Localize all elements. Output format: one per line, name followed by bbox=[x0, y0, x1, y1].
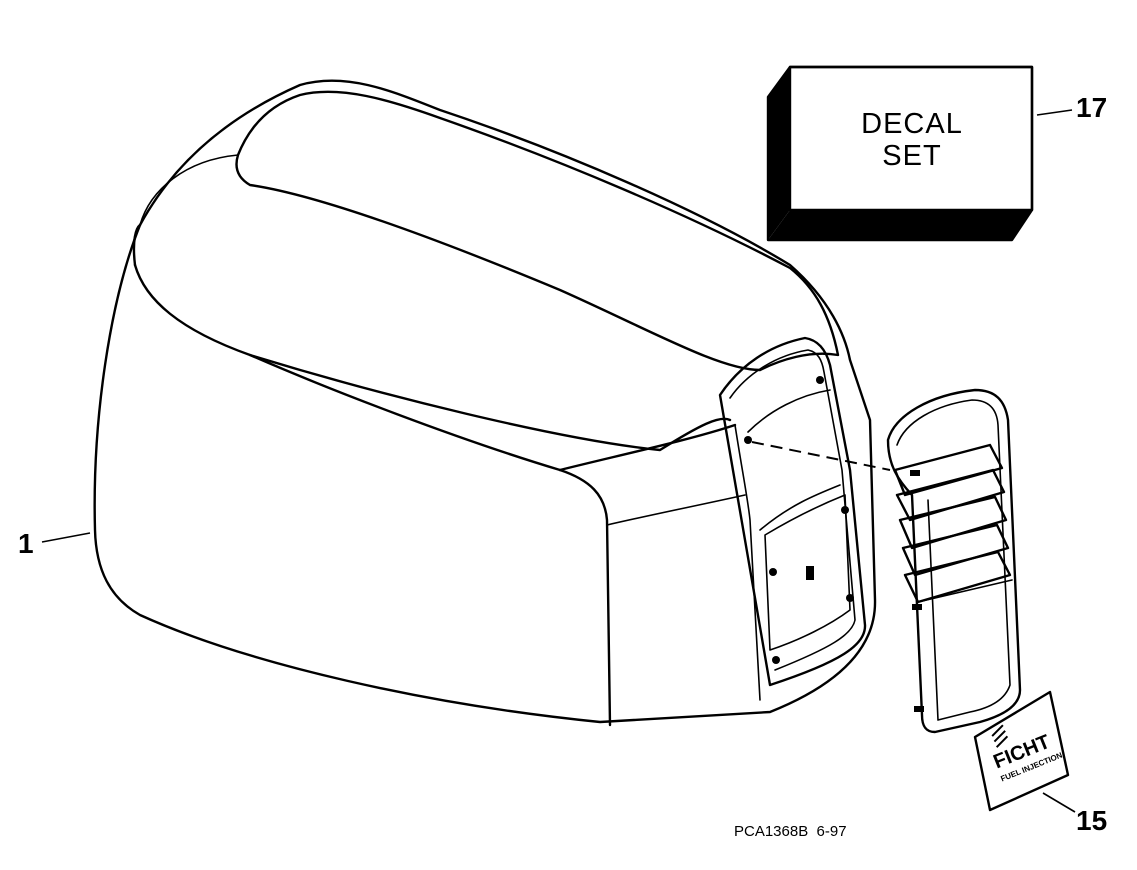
engine-cowl bbox=[93, 79, 877, 727]
callout-1-label: 1 bbox=[18, 528, 34, 559]
callout-15-label: 15 bbox=[1076, 805, 1107, 836]
front-decal-plate: FICHT FUEL INJECTION bbox=[973, 690, 1070, 812]
callout-17: 17 bbox=[1036, 92, 1107, 123]
drawing-code: PCA1368B 6-97 bbox=[734, 823, 847, 840]
decal-box-line2: SET bbox=[882, 140, 941, 172]
decal-set-box: DECAL SET bbox=[766, 65, 1034, 242]
callout-17-label: 17 bbox=[1076, 92, 1107, 123]
decal-box-line1: DECAL bbox=[861, 108, 963, 140]
rear-vent-grille bbox=[886, 388, 1022, 734]
callout-15: 15 bbox=[1042, 792, 1107, 836]
alignment-line bbox=[751, 441, 891, 471]
callout-1: 1 bbox=[18, 528, 91, 559]
